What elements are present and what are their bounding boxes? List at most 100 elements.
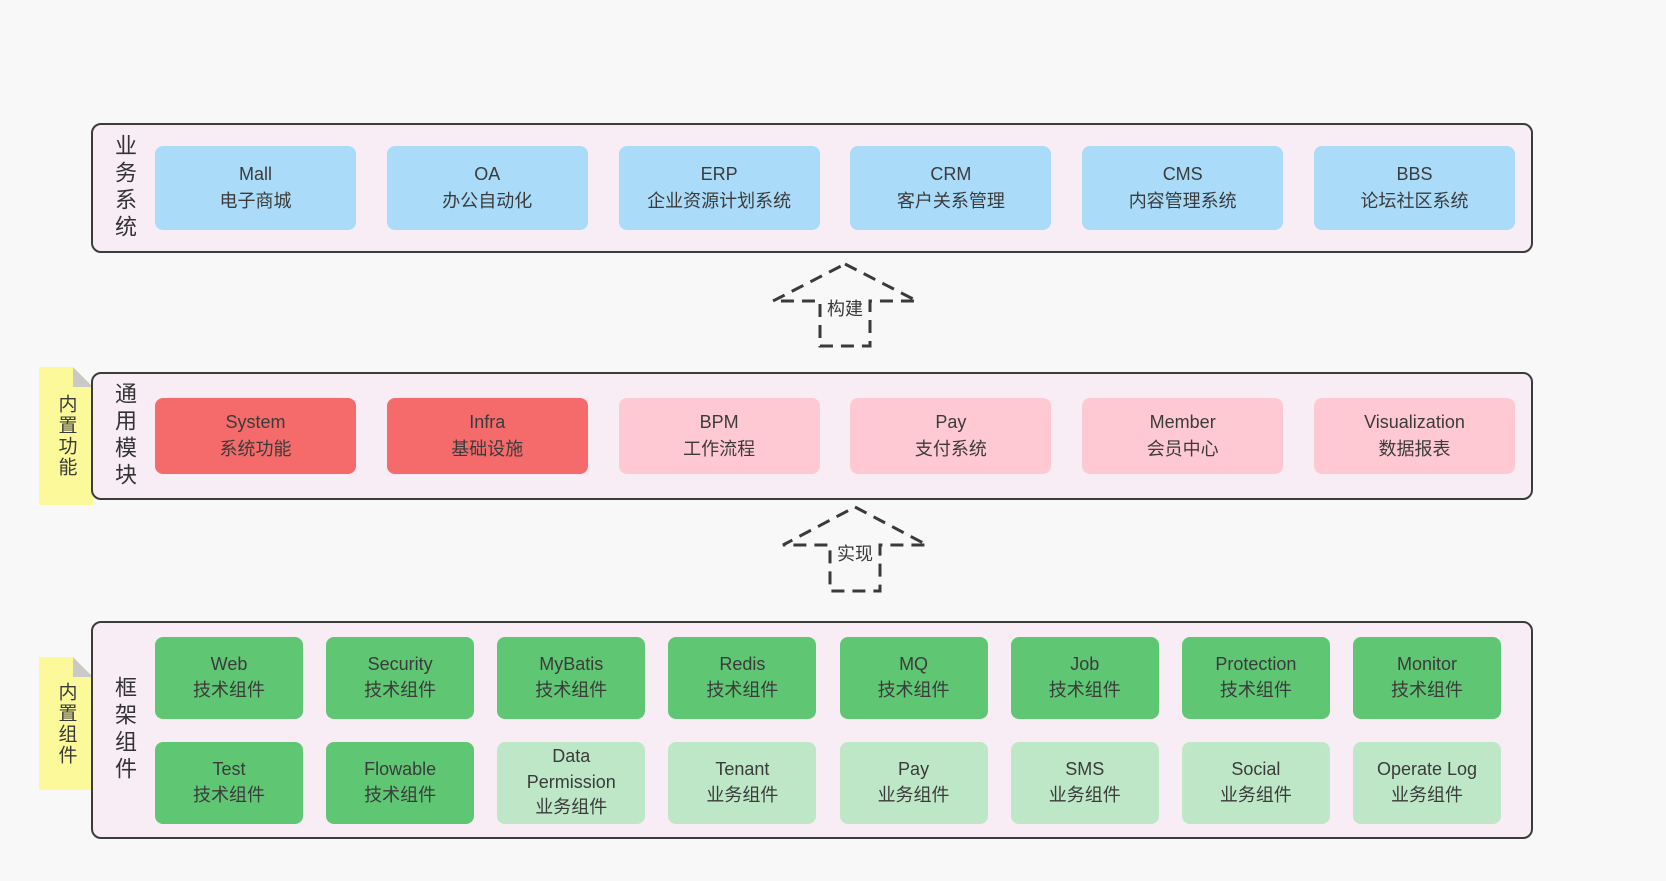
box-label-en: Redis: [719, 653, 766, 674]
panel-label-modules: 通用模块: [93, 374, 155, 498]
box-bbs: BBS 论坛社区系统: [1313, 146, 1515, 230]
box-label-en: CMS: [1162, 164, 1203, 184]
box-label-zh: 业务组件: [535, 797, 608, 818]
box-label-zh: 业务组件: [1390, 784, 1463, 805]
box-label-en: Flowable: [364, 758, 437, 779]
box-label-en: BBS: [1396, 164, 1433, 184]
build-arrow-label: 构建: [824, 295, 866, 321]
box-label-zh: 技术组件: [193, 679, 265, 700]
box-test: Test 技术组件: [155, 741, 303, 824]
panel-body-components: Web 技术组件 Security 技术组件 MyBatis 技术组件 Redi…: [155, 623, 1531, 837]
box-label-en: System: [225, 412, 286, 432]
tab-label-text: 内置功能: [55, 394, 77, 478]
box-label-zh: 技术组件: [193, 784, 265, 805]
box-crm: CRM 客户关系管理: [850, 146, 1052, 230]
box-label-en: SMS: [1065, 758, 1105, 779]
box-label-zh: 业务组件: [1048, 784, 1121, 805]
folded-corner-icon: [73, 657, 93, 677]
panel-label-text: 通用模块: [112, 382, 137, 490]
box-erp: ERP 企业资源计划系统: [618, 146, 820, 230]
box-label-en: OA: [474, 164, 501, 184]
box-label-en: Job: [1070, 653, 1100, 674]
panel-framework-components: 框架组件 Web 技术组件 Security 技术组件 MyBatis 技术组件…: [91, 621, 1533, 839]
box-label-zh: 论坛社区系统: [1360, 191, 1469, 211]
tab-label-text: 内置组件: [55, 681, 77, 766]
components-row-2: Test 技术组件 Flowable 技术组件 Data Permission …: [155, 741, 1501, 824]
box-label-zh: 技术组件: [364, 679, 437, 700]
box-label-zh: 技术组件: [706, 679, 779, 700]
box-label-en: Pay: [935, 412, 967, 432]
implement-arrow-label: 实现: [834, 540, 876, 566]
box-bpm: BPM 工作流程: [618, 398, 820, 474]
box-mall: Mall 电子商城: [155, 146, 356, 230]
box-label-zh: 数据报表: [1378, 439, 1451, 459]
box-sms: SMS 业务组件: [1010, 741, 1159, 824]
box-label-zh: 企业资源计划系统: [647, 191, 792, 211]
box-label-en: Security: [367, 653, 433, 674]
panel-label-components: 框架组件: [93, 623, 155, 837]
components-row-1: Web 技术组件 Security 技术组件 MyBatis 技术组件 Redi…: [155, 636, 1501, 719]
box-label-zh: 技术组件: [1048, 679, 1121, 700]
box-label-en: ERP: [700, 164, 738, 184]
box-job: Job 技术组件: [1010, 636, 1159, 719]
box-label-zh: 技术组件: [1390, 679, 1463, 700]
box-oa: OA 办公自动化: [386, 146, 588, 230]
box-label-en: Member: [1149, 412, 1216, 432]
tab-builtin-components: 内置组件: [39, 657, 93, 790]
box-label-en: Mall: [238, 164, 272, 184]
panel-common-modules: 通用模块 System 系统功能 Infra 基础设施 BPM 工作流程 Pay…: [91, 372, 1533, 500]
build-arrow-icon: [772, 262, 918, 348]
box-label-zh: 技术组件: [877, 679, 950, 700]
box-system: System 系统功能: [155, 398, 356, 474]
box-label-en: Data Permission: [526, 746, 616, 792]
panel-body-business: Mall 电子商城 OA 办公自动化 ERP 企业资源计划系统 CRM 客户关系…: [155, 125, 1531, 251]
box-security: Security 技术组件: [326, 636, 475, 719]
box-protection: Protection 技术组件: [1181, 636, 1330, 719]
box-data-permission: Data Permission 业务组件: [497, 741, 646, 824]
box-mq: MQ 技术组件: [839, 636, 988, 719]
box-label-en: MQ: [899, 653, 929, 674]
box-label-en: Infra: [469, 412, 506, 432]
box-label-zh: 技术组件: [535, 679, 608, 700]
box-cms: CMS 内容管理系统: [1082, 146, 1284, 230]
box-label-en: Operate Log: [1376, 758, 1478, 779]
box-label-zh: 技术组件: [364, 784, 437, 805]
box-label-zh: 业务组件: [1219, 784, 1292, 805]
box-label-en: CRM: [930, 164, 972, 184]
box-monitor: Monitor 技术组件: [1352, 636, 1501, 719]
box-label-en: MyBatis: [539, 653, 604, 674]
box-label-zh: 业务组件: [877, 784, 950, 805]
panel-label-text: 框架组件: [112, 676, 137, 784]
panel-business-systems: 业务系统 Mall 电子商城 OA 办公自动化 ERP 企业资源计划系统 CRM…: [91, 123, 1533, 253]
box-flowable: Flowable 技术组件: [326, 741, 475, 824]
panel-body-modules: System 系统功能 Infra 基础设施 BPM 工作流程 Pay 支付系统…: [155, 374, 1531, 498]
box-label-zh: 技术组件: [1219, 679, 1292, 700]
box-label-zh: 基础设施: [451, 439, 524, 459]
tab-builtin-features: 内置功能: [39, 367, 93, 505]
box-label-zh: 会员中心: [1146, 439, 1219, 459]
box-web: Web 技术组件: [155, 636, 303, 719]
box-label-en: Web: [210, 653, 248, 674]
box-label-en: Test: [212, 758, 246, 779]
panel-label-business: 业务系统: [93, 125, 155, 251]
box-label-zh: 业务组件: [706, 784, 779, 805]
box-label-en: Monitor: [1396, 653, 1457, 674]
box-infra: Infra 基础设施: [386, 398, 588, 474]
box-social: Social 业务组件: [1181, 741, 1330, 824]
box-member: Member 会员中心: [1082, 398, 1284, 474]
box-pay-component: Pay 业务组件: [839, 741, 988, 824]
box-label-en: Tenant: [715, 758, 770, 779]
box-label-zh: 客户关系管理: [896, 191, 1005, 211]
box-pay-module: Pay 支付系统: [850, 398, 1052, 474]
box-label-en: Protection: [1215, 653, 1297, 674]
implement-arrow-icon: [782, 505, 928, 593]
box-label-en: Social: [1231, 758, 1281, 779]
box-label-zh: 系统功能: [219, 439, 292, 459]
box-label-en: Visualization: [1364, 412, 1465, 432]
box-label-zh: 工作流程: [683, 439, 756, 459]
box-mybatis: MyBatis 技术组件: [497, 636, 646, 719]
box-label-en: BPM: [699, 412, 739, 432]
box-label-zh: 支付系统: [914, 439, 987, 459]
box-visualization: Visualization 数据报表: [1313, 398, 1515, 474]
box-redis: Redis 技术组件: [668, 636, 817, 719]
